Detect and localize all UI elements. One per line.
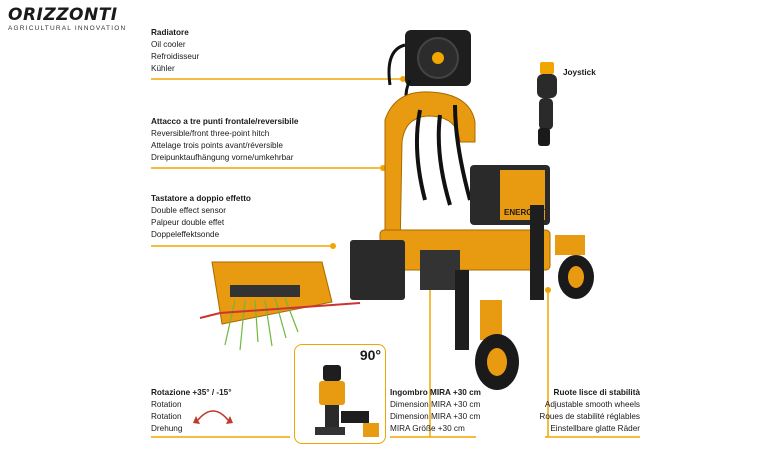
rotation-inset: 90° bbox=[294, 344, 386, 444]
ingombro-label: Ingombro MIRA +30 cm Dimension MIRA +30 … bbox=[390, 387, 481, 435]
radiatore-line-de: Kühler bbox=[151, 64, 175, 73]
joystick-label: Joystick bbox=[563, 68, 596, 77]
brand-tagline: AGRICULTURAL INNOVATION bbox=[8, 25, 127, 32]
inset-angle-label: 90° bbox=[359, 347, 381, 363]
ingombro-line-de: MIRA Größe +30 cm bbox=[390, 424, 465, 433]
brand-logo: ORIZZONTI AGRICULTURAL INNOVATION bbox=[8, 6, 138, 32]
brand-name: ORIZZONTI bbox=[8, 5, 118, 25]
rotation-arrow-right-head bbox=[226, 416, 233, 424]
sensor-title: Tastatore a doppio effetto bbox=[151, 194, 251, 203]
rotation-title: Rotazione +35° / -15° bbox=[151, 388, 232, 397]
hitch-title: Attacco a tre punti frontale/reversibile bbox=[151, 117, 299, 126]
rotation-line-en: Rotation bbox=[151, 400, 182, 409]
wheels-line-fr: Roues de stabilité réglables bbox=[539, 412, 640, 421]
hitch-line-de: Dreipunktaufhängung vorne/umkehrbar bbox=[151, 153, 294, 162]
sensor-line-en: Double effect sensor bbox=[151, 206, 226, 215]
sensor-line-de: Doppeleffektsonde bbox=[151, 230, 220, 239]
rotation-arrow-left-head bbox=[193, 416, 200, 424]
oil-cooler-image bbox=[387, 30, 471, 121]
double-effect-sensor-image bbox=[199, 261, 361, 351]
radiatore-line-en: Oil cooler bbox=[151, 40, 186, 49]
radiatore-line-fr: Refroidisseur bbox=[151, 52, 200, 61]
rotation-line-de: Drehung bbox=[151, 424, 183, 433]
wheels-line-de: Einstellbare glatte Räder bbox=[550, 424, 640, 433]
wheels-title: Ruote lisce di stabilità bbox=[553, 388, 640, 397]
sensor-label: Tastatore a doppio effetto Double effect… bbox=[151, 193, 251, 241]
rotation-line-fr: Rotation bbox=[151, 412, 182, 421]
wheels-leader-dot bbox=[545, 287, 551, 293]
radiatore-title: Radiatore bbox=[151, 28, 189, 37]
stability-wheels-image bbox=[475, 255, 594, 390]
rotation-label: Rotazione +35° / -15° Rotation Rotation … bbox=[151, 387, 232, 435]
hitch-line-en: Reversible/front three-point hitch bbox=[151, 129, 270, 138]
rotation-arrow-icon bbox=[197, 410, 229, 421]
sensor-line-fr: Palpeur double effet bbox=[151, 218, 225, 227]
ingombro-line-en: Dimension MIRA +30 cm bbox=[390, 400, 481, 409]
wheels-label: Ruote lisce di stabilità Adjustable smoo… bbox=[530, 387, 640, 435]
ingombro-title: Ingombro MIRA +30 cm bbox=[390, 388, 481, 397]
hitch-label: Attacco a tre punti frontale/reversibile… bbox=[151, 116, 298, 164]
joystick-image bbox=[537, 62, 557, 146]
radiatore-leader-dot bbox=[400, 76, 406, 82]
machine-body-image: ENERGY T bbox=[350, 91, 585, 350]
machine-model-text: ENERGY T bbox=[504, 208, 545, 217]
sensor-leader-dot bbox=[330, 243, 336, 249]
inset-machine-image bbox=[315, 365, 379, 437]
radiatore-label: Radiatore Oil cooler Refroidisseur Kühle… bbox=[151, 27, 199, 75]
hitch-line-fr: Attelage trois points avant/réversible bbox=[151, 141, 283, 150]
ingombro-line-fr: Dimension MIRA +30 cm bbox=[390, 412, 481, 421]
wheels-line-en: Adjustable smooth wheels bbox=[544, 400, 640, 409]
